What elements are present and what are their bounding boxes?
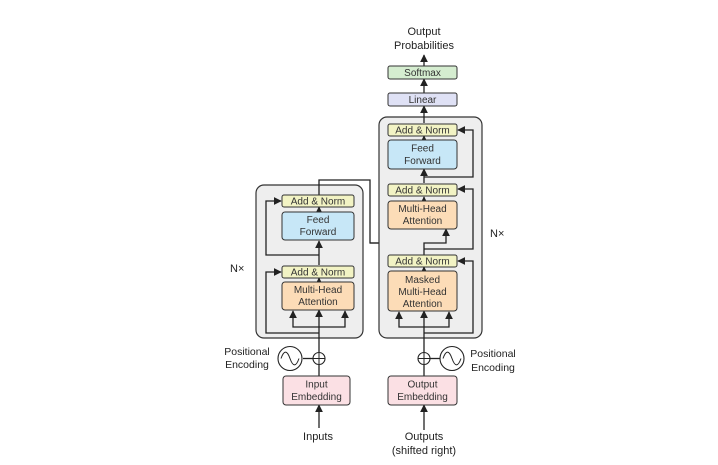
decoder-sine-wave-icon bbox=[439, 345, 465, 372]
svg-text:Attention: Attention bbox=[403, 299, 442, 310]
svg-text:Embedding: Embedding bbox=[397, 392, 448, 403]
outputs-label: Outputs bbox=[405, 431, 444, 443]
svg-text:Masked: Masked bbox=[405, 275, 440, 286]
svg-text:Linear: Linear bbox=[409, 95, 437, 106]
output-embedding: Output Embedding bbox=[387, 375, 458, 406]
decoder-masked-multi-head-attention: Masked Multi-Head Attention bbox=[387, 270, 458, 312]
encoder-sine-wave-icon bbox=[277, 345, 303, 372]
outputs-label-line2: (shifted right) bbox=[392, 445, 456, 457]
svg-text:Add & Norm: Add & Norm bbox=[291, 268, 345, 279]
decoder-add-icon bbox=[417, 351, 431, 366]
softmax-block: Softmax bbox=[387, 65, 458, 80]
decoder-add-norm-middle: Add & Norm bbox=[387, 183, 458, 197]
decoder-add-norm-bottom: Add & Norm bbox=[387, 254, 458, 268]
input-embedding: Input Embedding bbox=[282, 375, 351, 406]
decoder-positional-encoding-label: Positional bbox=[470, 348, 516, 360]
svg-text:Embedding: Embedding bbox=[291, 392, 342, 403]
decoder-add-norm-top: Add & Norm bbox=[387, 123, 458, 137]
svg-text:Input: Input bbox=[305, 380, 327, 391]
encoder-stack bbox=[255, 184, 364, 339]
encoder-positional-encoding-label: Positional bbox=[224, 346, 270, 358]
decoder-positional-encoding-label-line2: Encoding bbox=[471, 362, 515, 374]
encoder-feed-forward: Feed Forward bbox=[281, 211, 355, 241]
encoder-repeat-label: N× bbox=[230, 263, 244, 275]
svg-text:Attention: Attention bbox=[403, 216, 442, 227]
encoder-positional-encoding-label-line2: Encoding bbox=[225, 359, 269, 371]
svg-text:Multi-Head: Multi-Head bbox=[398, 287, 446, 298]
decoder-feed-forward: Feed Forward bbox=[387, 139, 458, 170]
encoder-add-icon bbox=[312, 351, 326, 366]
svg-text:Softmax: Softmax bbox=[404, 68, 441, 79]
output-probabilities-label: Output bbox=[407, 26, 440, 38]
decoder-multi-head-attention: Multi-Head Attention bbox=[387, 200, 458, 230]
svg-text:Forward: Forward bbox=[300, 227, 337, 238]
decoder-repeat-label: N× bbox=[490, 228, 504, 240]
svg-text:Feed: Feed bbox=[411, 144, 434, 155]
svg-text:Feed: Feed bbox=[307, 215, 330, 226]
inputs-label: Inputs bbox=[303, 431, 333, 443]
svg-text:Add & Norm: Add & Norm bbox=[395, 186, 449, 197]
svg-text:Multi-Head: Multi-Head bbox=[398, 204, 446, 215]
svg-text:Multi-Head: Multi-Head bbox=[294, 285, 342, 296]
encoder-multi-head-attention: Multi-Head Attention bbox=[281, 281, 355, 311]
svg-text:Add & Norm: Add & Norm bbox=[291, 197, 345, 208]
svg-text:Output: Output bbox=[407, 380, 437, 391]
svg-text:Add & Norm: Add & Norm bbox=[395, 126, 449, 137]
linear-block: Linear bbox=[387, 92, 458, 107]
encoder-add-norm-bottom: Add & Norm bbox=[281, 265, 355, 279]
svg-text:Add & Norm: Add & Norm bbox=[395, 257, 449, 268]
output-probabilities-label-line2: Probabilities bbox=[394, 40, 454, 52]
svg-text:Attention: Attention bbox=[298, 297, 337, 308]
svg-text:Forward: Forward bbox=[404, 156, 441, 167]
encoder-add-norm-top: Add & Norm bbox=[281, 194, 355, 208]
